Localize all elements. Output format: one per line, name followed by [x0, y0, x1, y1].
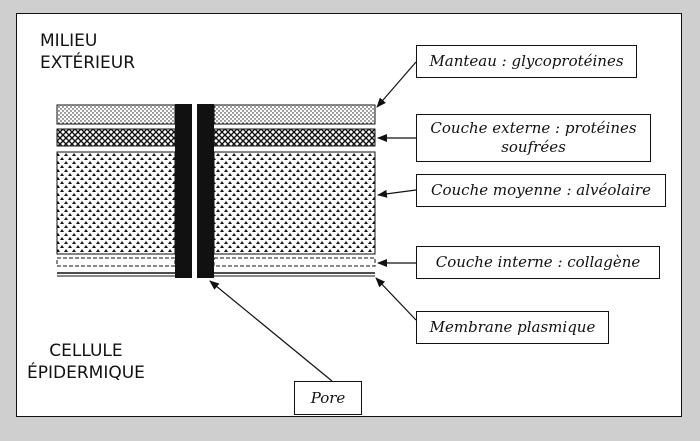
pore-wall-left	[175, 104, 192, 278]
arrow-pore	[209, 280, 333, 382]
arrow-membrane	[375, 277, 417, 321]
inner-layer-label-text: Couche interne : collagène	[435, 253, 641, 271]
inner-layer-label: Couche interne : collagène	[416, 246, 660, 279]
pore-label: Pore	[294, 381, 362, 415]
leader-arrows	[209, 61, 417, 382]
cell-label-line2: ÉPIDERMIQUE	[27, 363, 145, 383]
cell-region-label: CELLULE ÉPIDERMIQUE	[27, 340, 145, 384]
mantle-label-text: Manteau : glycoprotéines	[429, 52, 624, 70]
outer-layer-left	[56, 128, 176, 147]
outer-layer-label-line1: Couche externe : protéines	[430, 119, 637, 137]
pore-label-text: Pore	[310, 388, 346, 407]
mantle-layer-left	[56, 104, 176, 125]
outer-layer-label-line2: soufrées	[501, 138, 566, 156]
mantle-layer-right	[213, 104, 376, 125]
outer-layer-label: Couche externe : protéines soufrées	[416, 114, 651, 162]
mantle-label: Manteau : glycoprotéines	[416, 45, 637, 78]
middle-layer-label-text: Couche moyenne : alvéolaire	[431, 181, 651, 199]
cell-label-line1: CELLULE	[49, 341, 123, 361]
layers-right	[213, 104, 376, 277]
layers-left	[56, 104, 176, 277]
arrow-mantle	[376, 61, 417, 108]
membrane-label: Membrane plasmique	[416, 311, 609, 344]
inner-layer-left	[56, 257, 176, 267]
middle-layer-right	[213, 151, 376, 255]
outer-layer-right	[213, 128, 376, 147]
pore-wall-right	[197, 104, 214, 278]
middle-layer-left	[56, 151, 176, 255]
outside-label-line2: EXTÉRIEUR	[40, 53, 136, 73]
arrow-middle-layer	[377, 189, 417, 198]
outside-label-line1: MILIEU	[40, 31, 98, 51]
inner-layer-right	[213, 257, 376, 267]
outside-region-label: MILIEU EXTÉRIEUR	[40, 30, 135, 74]
middle-layer-label: Couche moyenne : alvéolaire	[416, 174, 666, 207]
membrane-label-text: Membrane plasmique	[429, 318, 596, 336]
